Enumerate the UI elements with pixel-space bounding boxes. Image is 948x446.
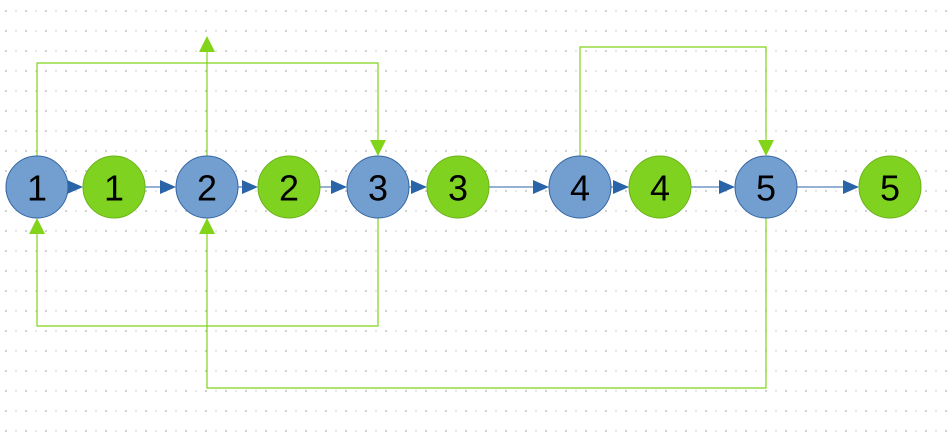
blue-node-5: 5: [734, 155, 798, 219]
random-link-4-to-5: [579, 46, 774, 156]
next-arrow: [691, 180, 735, 194]
next-arrow: [145, 180, 176, 194]
node-label: 4: [650, 168, 670, 209]
node-label: 1: [104, 168, 124, 209]
blue-node-1: 1: [5, 155, 69, 219]
green-node-5: 5: [858, 155, 922, 219]
green-node-1: 1: [82, 155, 146, 219]
next-arrow: [611, 180, 629, 194]
next-arrow: [320, 180, 347, 194]
next-arrow: [409, 180, 427, 194]
node-label: 2: [197, 168, 217, 209]
nodes-layer: 1 1 2 2 3 3 4 4 5 5: [5, 155, 922, 219]
links-layer: [29, 36, 859, 389]
next-arrow: [797, 180, 859, 194]
next-arrow: [238, 180, 258, 194]
next-arrow: [489, 180, 549, 194]
blue-node-4: 4: [548, 155, 612, 219]
node-label: 2: [279, 168, 299, 209]
node-label: 3: [368, 168, 388, 209]
random-link-5-to-2: [199, 218, 767, 389]
random-link-2-up: [199, 36, 215, 156]
node-label: 4: [570, 168, 590, 209]
green-node-4: 4: [628, 155, 692, 219]
blue-node-3: 3: [346, 155, 410, 219]
node-label: 3: [448, 168, 468, 209]
node-label: 5: [880, 168, 900, 209]
green-node-2: 2: [257, 155, 321, 219]
node-label: 1: [27, 168, 47, 209]
node-label: 5: [756, 168, 776, 209]
blue-node-2: 2: [175, 155, 239, 219]
green-node-3: 3: [426, 155, 490, 219]
